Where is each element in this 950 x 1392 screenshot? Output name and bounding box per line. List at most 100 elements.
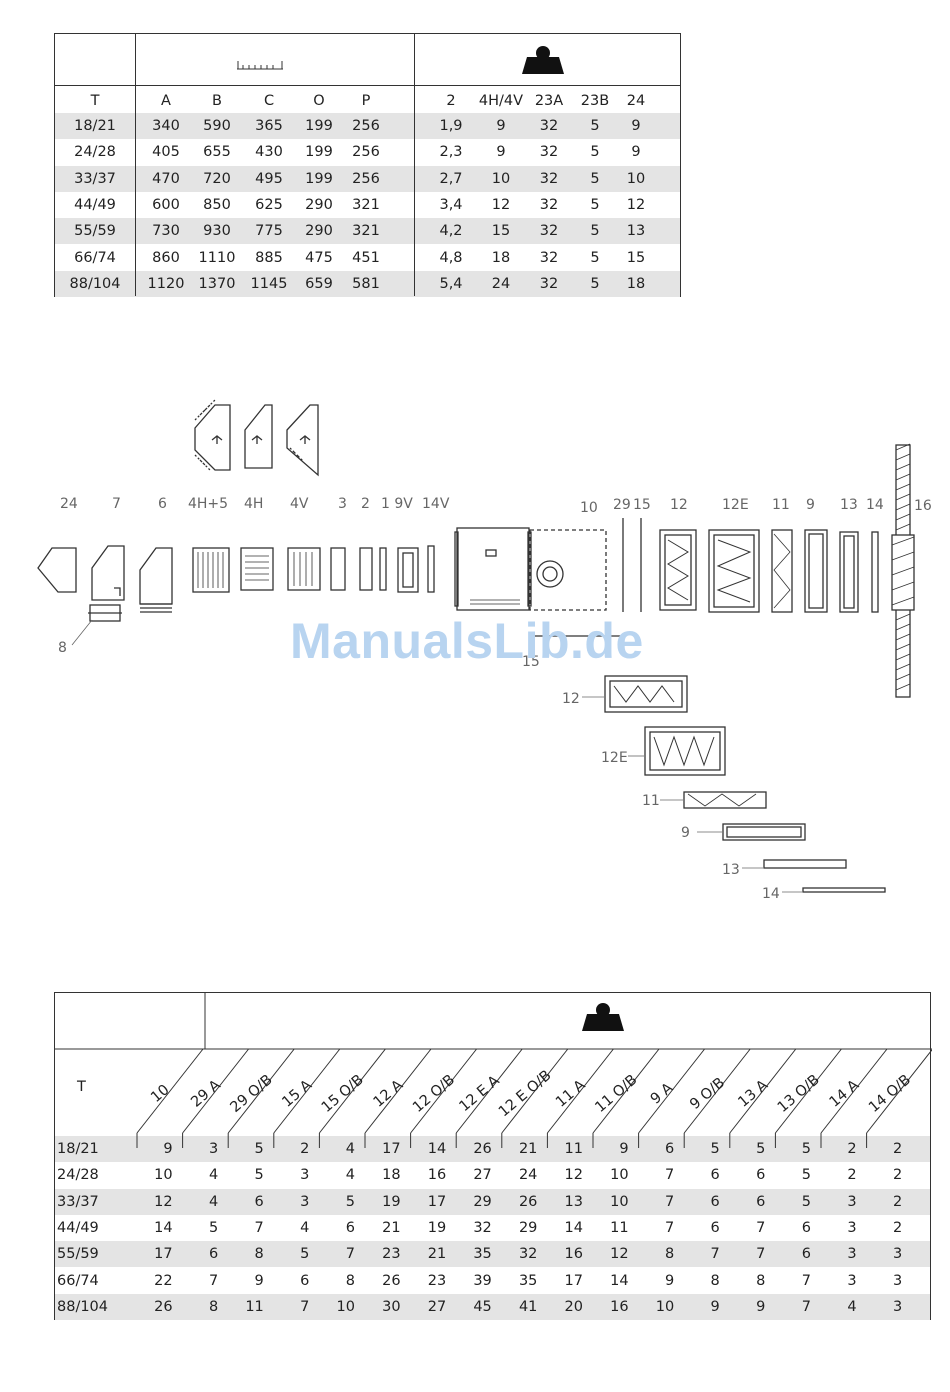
table-cell: 4,8 bbox=[439, 249, 463, 266]
table-cell: 21 bbox=[427, 1246, 447, 1263]
table-cell: 11 bbox=[564, 1141, 583, 1158]
divider bbox=[364, 1048, 432, 1134]
table-cell: 5 bbox=[590, 249, 600, 266]
column-header: P bbox=[361, 93, 371, 110]
part-14v bbox=[427, 545, 435, 593]
table-cell: 7 bbox=[664, 1193, 675, 1210]
table-cell: 17 bbox=[382, 1141, 401, 1158]
table-cell: 9 bbox=[756, 1298, 766, 1315]
table-cell: 4 bbox=[345, 1141, 355, 1158]
column-header: 14 O/B bbox=[866, 1072, 914, 1116]
column-header: 13 O/B bbox=[775, 1072, 823, 1116]
part-9 bbox=[804, 529, 828, 613]
table-cell: 256 bbox=[352, 144, 380, 161]
row-label: 55/59 bbox=[74, 223, 116, 240]
watermark: ManualsLib.de bbox=[290, 613, 644, 669]
table-cell: 6 bbox=[756, 1193, 766, 1210]
table-cell: 10 bbox=[336, 1298, 355, 1315]
label-14: 14 bbox=[866, 497, 884, 513]
column-header: 23B bbox=[580, 93, 610, 110]
table-cell: 4,2 bbox=[439, 223, 463, 240]
divider bbox=[55, 85, 680, 86]
table-cell: 5 bbox=[590, 275, 600, 292]
table-cell: 340 bbox=[152, 118, 180, 135]
table-cell: 18 bbox=[382, 1167, 401, 1184]
table-cell: 5 bbox=[208, 1220, 219, 1237]
row-label: 88/104 bbox=[57, 1298, 109, 1315]
table-cell: 32 bbox=[539, 144, 559, 161]
table-cell: 23 bbox=[382, 1246, 401, 1263]
table-cell: 39 bbox=[473, 1272, 492, 1289]
table-cell: 7 bbox=[664, 1167, 675, 1184]
table-cell: 9 bbox=[710, 1298, 720, 1315]
part-9-lower bbox=[722, 823, 806, 841]
divider bbox=[547, 1048, 614, 1134]
table-cell: 6 bbox=[254, 1193, 264, 1210]
table-cell: 17 bbox=[154, 1246, 173, 1263]
table-cell: 5 bbox=[590, 170, 600, 187]
part-19v-frame bbox=[397, 547, 419, 593]
table-cell: 5 bbox=[345, 1193, 355, 1210]
table-cell: 625 bbox=[255, 197, 283, 214]
column-header: A bbox=[161, 93, 171, 110]
column-header: 4H/4V bbox=[478, 93, 524, 110]
table-cell: 12 bbox=[564, 1167, 583, 1184]
table-cell: 6 bbox=[300, 1272, 310, 1289]
table-cell: 8 bbox=[254, 1246, 264, 1263]
table-cell: 11 bbox=[610, 1220, 629, 1237]
table-cell: 1370 bbox=[198, 275, 236, 292]
column-header: 2 bbox=[446, 93, 456, 110]
row-label: 24/28 bbox=[74, 144, 116, 161]
table-cell: 5 bbox=[590, 197, 600, 214]
table-cell: 7 bbox=[300, 1298, 310, 1315]
table-cell: 1120 bbox=[147, 275, 185, 292]
label-6: 6 bbox=[158, 496, 167, 512]
table-cell: 4 bbox=[345, 1167, 355, 1184]
table-cell: 32 bbox=[539, 223, 559, 240]
column-header: 29 O/B bbox=[228, 1072, 276, 1116]
part-11-lower bbox=[683, 791, 767, 809]
part-13-lower bbox=[763, 859, 847, 869]
part-14-lower bbox=[802, 887, 886, 893]
column-header: O bbox=[313, 93, 325, 110]
table-cell: 10 bbox=[154, 1167, 173, 1184]
table-cell: 5 bbox=[590, 223, 600, 240]
table-cell: 290 bbox=[305, 223, 333, 240]
table-cell: 7 bbox=[664, 1220, 675, 1237]
row-label: 44/49 bbox=[57, 1220, 99, 1237]
column-header: 13 A bbox=[735, 1077, 771, 1111]
table-cell: 45 bbox=[473, 1298, 492, 1315]
table-cell: 451 bbox=[352, 249, 380, 266]
table-cell: 365 bbox=[255, 118, 283, 135]
table-cell: 27 bbox=[473, 1167, 492, 1184]
divider bbox=[273, 1048, 341, 1134]
part-24 bbox=[37, 547, 77, 593]
table-cell: 199 bbox=[305, 144, 333, 161]
table-cell: 3 bbox=[300, 1193, 310, 1210]
table-cell: 18 bbox=[626, 275, 646, 292]
table-cell: 32 bbox=[539, 197, 559, 214]
table-cell: 3 bbox=[208, 1141, 219, 1158]
table-cell: 1,9 bbox=[439, 118, 463, 135]
table-cell: 4 bbox=[300, 1220, 310, 1237]
label-10: 10 bbox=[580, 500, 598, 516]
table-cell: 405 bbox=[152, 144, 180, 161]
table-cell: 12 bbox=[491, 197, 511, 214]
table-cell: 775 bbox=[255, 223, 283, 240]
label-16: 16 bbox=[914, 498, 932, 514]
table-cell: 2 bbox=[892, 1220, 903, 1237]
divider bbox=[135, 34, 136, 296]
table-cell: 6 bbox=[664, 1141, 675, 1158]
divider bbox=[683, 1048, 751, 1134]
table-cell: 14 bbox=[564, 1220, 583, 1237]
row-label: 33/37 bbox=[74, 170, 116, 187]
table-cell: 6 bbox=[710, 1220, 720, 1237]
divider bbox=[729, 1048, 797, 1134]
